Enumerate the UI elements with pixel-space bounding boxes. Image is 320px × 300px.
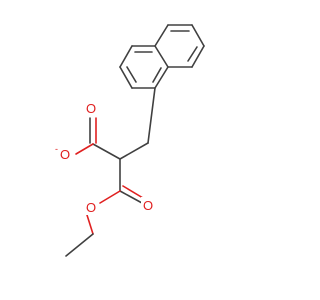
bond-ethyl-ch2-ch3 <box>65 233 94 257</box>
atom-ester-carbonyl-o: O <box>143 198 153 213</box>
label-bg-ester-o <box>84 199 98 215</box>
bond-ring-b-double-2 <box>187 46 198 62</box>
bond-ring-b-1 <box>154 24 169 47</box>
bond-ring-b-3 <box>191 24 205 47</box>
bond-ring-a-3 <box>154 66 169 89</box>
bond-ester-o-ch2 <box>86 214 94 235</box>
bond-ring-to-ch2 <box>147 87 156 144</box>
bonds <box>65 24 205 257</box>
bond-ring-a-6 <box>119 45 133 68</box>
label-bg-carbonyl-o-top <box>85 100 99 116</box>
bond-ring-b-4 <box>191 45 205 68</box>
bond-ring-a-double-2 <box>126 66 137 83</box>
bond-ester-c-o-double-a <box>119 190 143 204</box>
bond-ring-a-5 <box>119 66 133 89</box>
atom-ester-o: O <box>86 200 96 215</box>
molecule-structure-diagram: O O - O O <box>55 24 205 257</box>
atom-carboxylate-o: O <box>60 147 70 162</box>
atom-labels: O O - O O <box>55 100 155 215</box>
bond-ch2-to-ch <box>119 142 149 160</box>
atom-carbonyl-o-top: O <box>86 101 96 116</box>
label-bg-ester-carbonyl-o <box>141 197 155 213</box>
bond-ester-c-o-double-b <box>122 185 144 199</box>
bond-ring-a-2 <box>154 45 169 68</box>
bond-ester-c-o-single <box>99 190 121 204</box>
bond-ring-a-double-3 <box>152 67 162 83</box>
bond-carboxylate-c-o-minus <box>75 143 94 155</box>
atom-carboxylate-charge: - <box>55 144 58 154</box>
bond-ch-to-carboxylate-c <box>92 143 121 160</box>
label-bg-carboxylate-o <box>58 146 74 162</box>
